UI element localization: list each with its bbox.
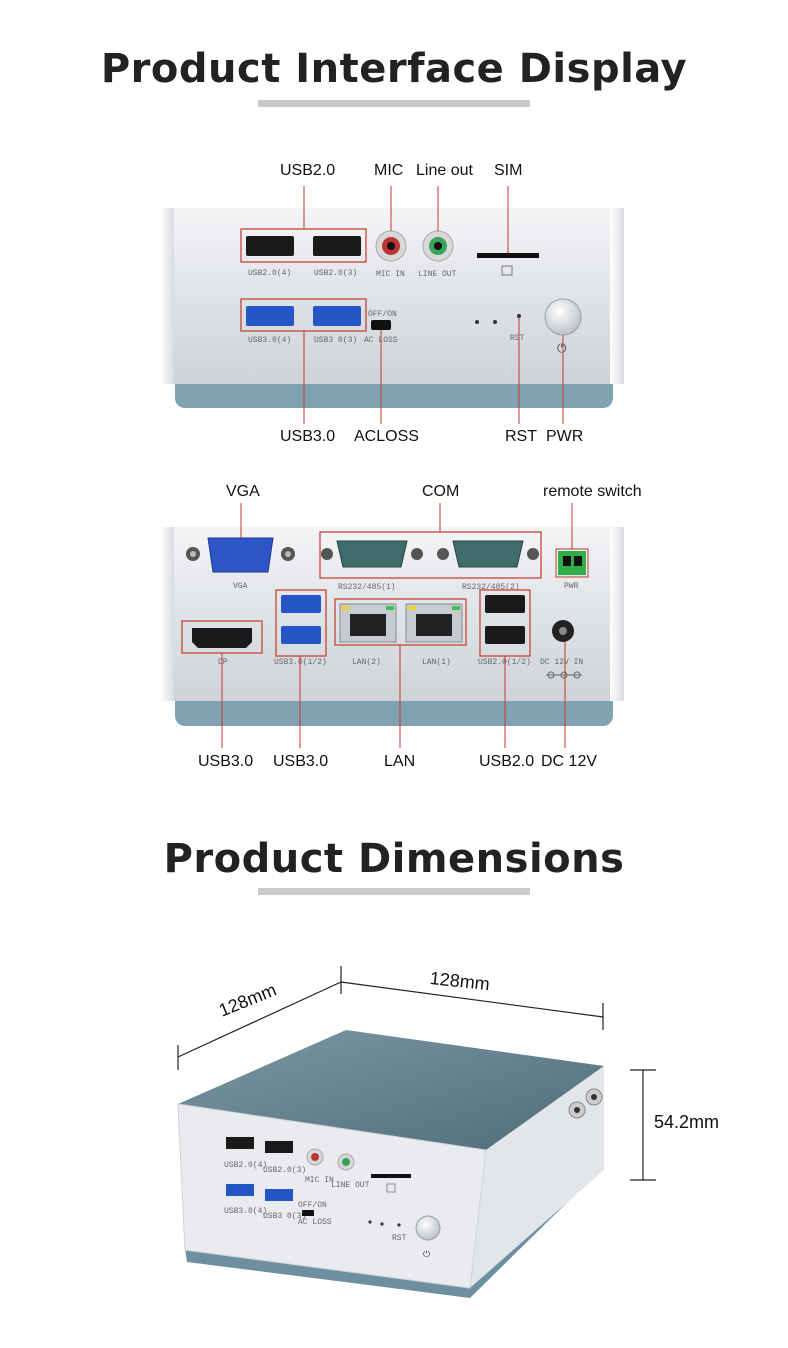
dimension-height: 54.2mm	[654, 1112, 720, 1132]
mini-usb2-3	[265, 1141, 293, 1153]
callout-usb3-dp: USB3.0	[198, 753, 254, 770]
callout-line-out: Line out	[416, 162, 473, 179]
usb3-3-label: USB3 0(3)	[314, 336, 357, 345]
usb2-port-3	[313, 236, 361, 256]
usb2-port-1	[485, 595, 525, 613]
mini-usb3-4	[226, 1184, 254, 1196]
title-underline	[258, 100, 530, 107]
interface-title: Product Interface Display	[100, 46, 688, 92]
usb3-4-label: USB3.0(4)	[248, 336, 291, 345]
com1-port	[336, 540, 408, 568]
vga-port	[207, 537, 274, 573]
vga-label: VGA	[233, 582, 248, 591]
callout-dc12v: DC 12V	[541, 753, 598, 770]
device-right-side	[470, 1066, 604, 1288]
callout-lan: LAN	[384, 753, 416, 770]
rst-label: RST	[510, 334, 525, 343]
mini-mic-label: MIC IN	[305, 1176, 334, 1185]
dimensions-title: Product Dimensions	[163, 836, 625, 882]
usb2-port-4	[246, 236, 294, 256]
callout-usb3-rear: USB3.0	[273, 753, 329, 770]
usb2-12-label: USB2.0(1/2)	[478, 658, 531, 667]
lan2-label: LAN(2)	[352, 658, 381, 667]
usb2-4-label: USB2.0(4)	[248, 269, 291, 278]
mini-power-icon: ⏻	[423, 1249, 430, 1260]
com2-label: RS232/485(2)	[462, 583, 520, 592]
device-lid	[178, 1030, 604, 1150]
mini-rst-label: RST	[392, 1234, 407, 1243]
callout-com: COM	[422, 483, 460, 500]
rear-panel: VGA RS232/485(1) RS232/485(2) PWR DP USB…	[160, 503, 624, 748]
mini-line-out-label: LINE OUT	[331, 1181, 370, 1190]
mini-usb2-4-label: USB2.0(4)	[224, 1161, 267, 1170]
mini-acloss-label-2: AC LOSS	[298, 1218, 332, 1227]
usb3-port-4	[246, 306, 294, 326]
usb2-port-2	[485, 626, 525, 644]
line-out-label: LINE OUT	[418, 270, 457, 279]
dimension-view: USB2.0(4) USB2.0(3) MIC IN LINE OUT USB3…	[177, 966, 656, 1298]
callout-usb2-rear: USB2.0	[479, 753, 535, 770]
power-button	[544, 298, 582, 336]
dimensions-underline	[258, 888, 530, 895]
mini-acloss-label-1: OFF/ON	[298, 1201, 327, 1210]
callout-usb3-front: USB3.0	[280, 428, 336, 445]
power-icon: ⏻	[557, 341, 567, 355]
dp-label: DP	[218, 658, 228, 667]
dc-label: DC 12V IN	[540, 658, 583, 667]
dp-port	[192, 628, 252, 648]
sim-slot	[477, 253, 539, 258]
mini-usb2-4	[226, 1137, 254, 1149]
device-front-face	[177, 1103, 487, 1289]
usb3-port-3	[313, 306, 361, 326]
usb3-port-2	[281, 626, 321, 644]
mic-in-label: MIC IN	[376, 270, 405, 279]
usb3-port-1	[281, 595, 321, 613]
pwr-terminal-label: PWR	[564, 582, 579, 591]
mini-usb3-3-label: USB3 0(3)	[263, 1212, 306, 1221]
acloss-switch	[371, 320, 391, 330]
callout-usb2-front: USB2.0	[280, 162, 336, 179]
com1-label: RS232/485(1)	[338, 583, 396, 592]
callout-vga: VGA	[226, 483, 260, 500]
mini-usb3-3	[265, 1189, 293, 1201]
callout-rst: RST	[505, 428, 537, 445]
com2-port	[452, 540, 524, 568]
callout-acloss: ACLOSS	[354, 428, 419, 445]
usb2-3-label: USB2.0(3)	[314, 269, 357, 278]
front-panel: USB2.0(4) USB2.0(3) MIC IN LINE OUT USB3…	[160, 186, 624, 424]
mini-usb2-3-label: USB2.0(3)	[263, 1166, 306, 1175]
mini-power-button	[415, 1215, 441, 1241]
callout-sim: SIM	[494, 162, 523, 179]
callout-mic: MIC	[374, 162, 404, 179]
mini-usb3-4-label: USB3.0(4)	[224, 1207, 267, 1216]
lan1-label: LAN(1)	[422, 658, 451, 667]
callout-pwr: PWR	[546, 428, 584, 445]
acloss-label-1: OFF/ON	[368, 310, 397, 319]
callout-remote-switch: remote switch	[543, 483, 642, 500]
